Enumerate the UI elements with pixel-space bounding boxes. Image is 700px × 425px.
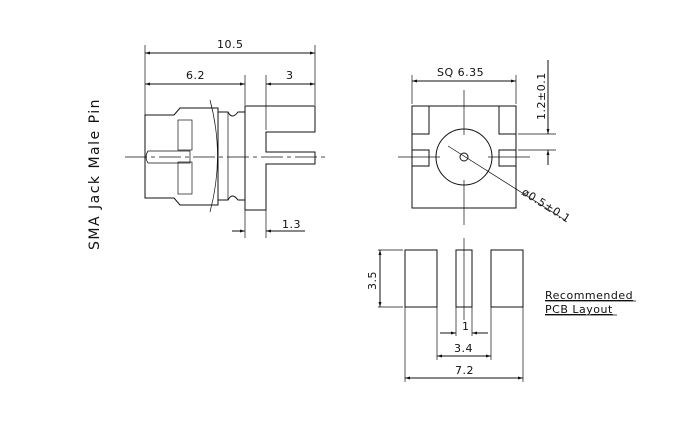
dielectric-circle <box>435 128 493 186</box>
dim-pad-height: 3.5 <box>366 271 379 290</box>
dim-flange-offset: 1.3 <box>282 218 301 231</box>
front-view: SQ 6.35 1.2±0.1 ø0.5±0.1 <box>398 60 573 226</box>
side-view: 10.5 6.2 3 1.3 <box>125 38 325 238</box>
dim-body-length: 6.2 <box>186 69 205 82</box>
dim-center-pad: 1 <box>462 320 470 333</box>
drawing-title: SMA Jack Male Pin <box>87 98 103 250</box>
center-pin <box>145 150 191 164</box>
flange-and-tabs <box>244 105 316 211</box>
dim-tab-length: 3 <box>286 69 294 82</box>
pcb-label-line2: PCB Layout <box>545 303 613 316</box>
pad-right <box>490 249 524 308</box>
dim-pin-diameter: ø0.5±0.1 <box>519 186 572 226</box>
pcb-label-line1: Recommended <box>545 289 633 302</box>
dim-overall-length: 10.5 <box>217 38 244 51</box>
pin-circle <box>459 152 469 162</box>
dim-overall-width: 7.2 <box>455 364 474 377</box>
dim-inner-gap: 3.4 <box>454 342 473 355</box>
dim-offset: 1.2±0.1 <box>535 72 548 120</box>
connector-nut <box>144 107 219 206</box>
pcb-layout: 3.5 1 3.4 7.2 Recommended PCB Layout <box>366 238 636 382</box>
pad-left <box>404 249 438 308</box>
dim-square: SQ 6.35 <box>437 66 484 79</box>
